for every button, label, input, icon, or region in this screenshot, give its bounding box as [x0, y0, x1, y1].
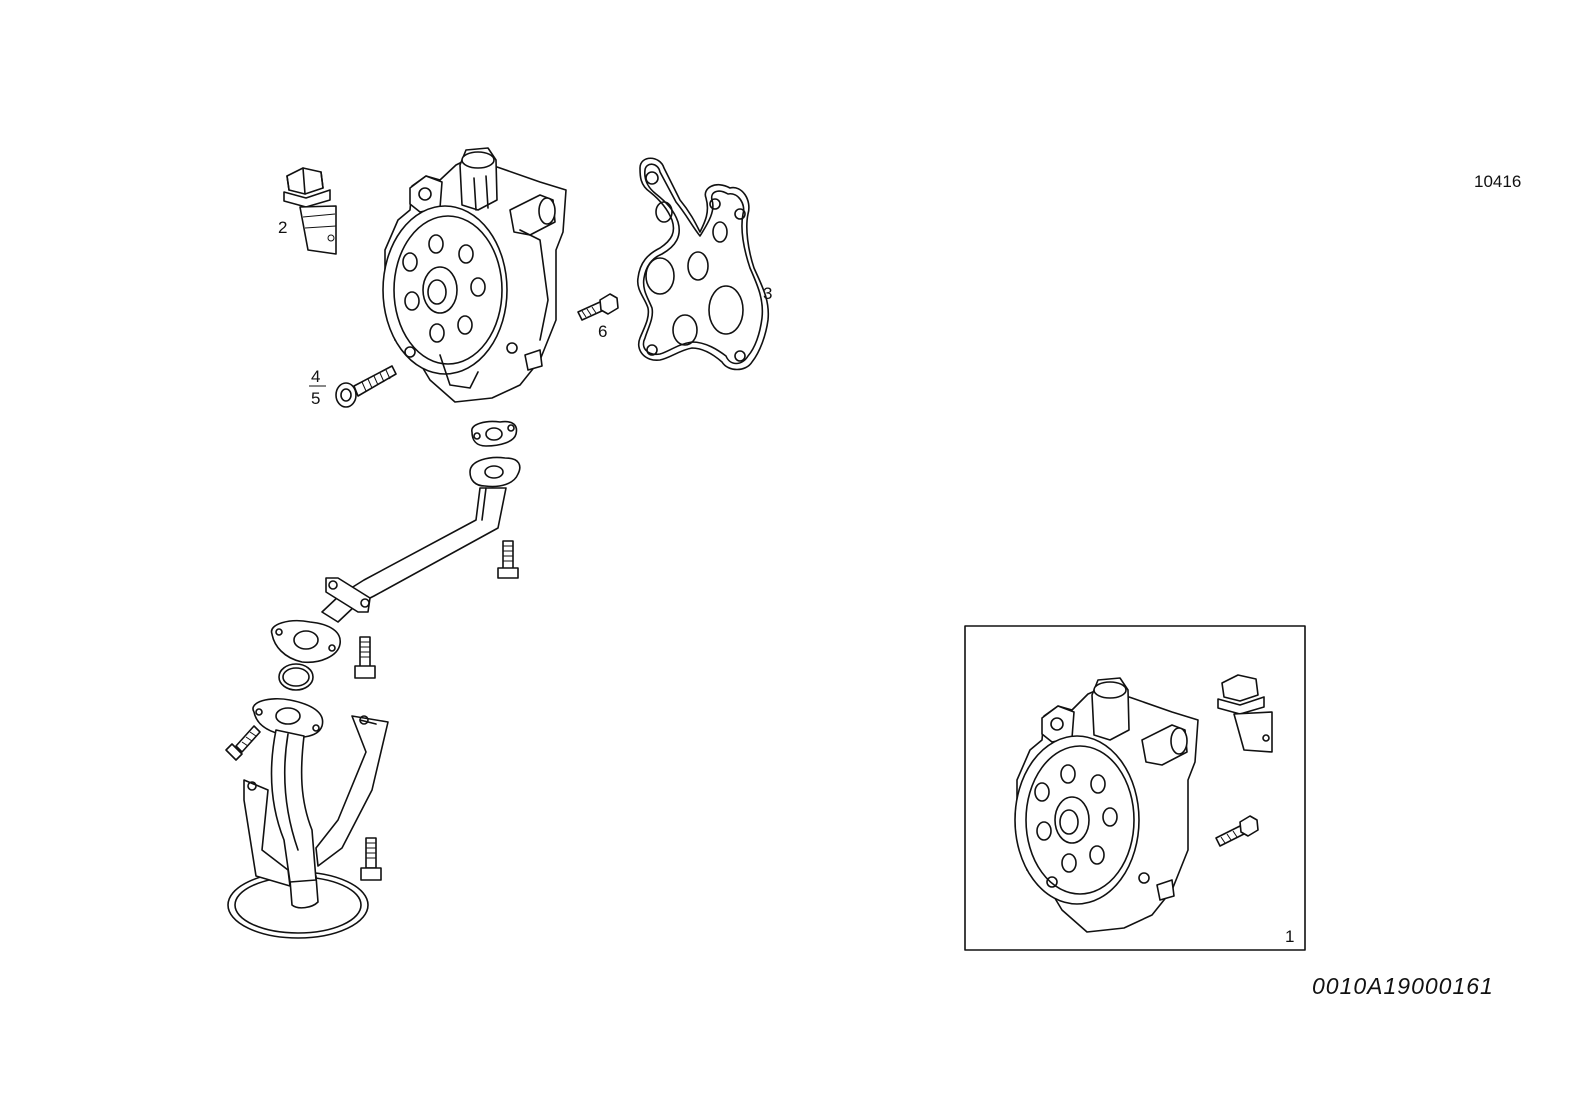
callout-5: 5: [311, 389, 320, 408]
pump-gasket: [636, 157, 770, 371]
bolt-with-washer: [335, 365, 397, 408]
inset-pump-assembly: [964, 625, 1306, 951]
pipe-bolt-right: [497, 540, 519, 579]
bolt-small-6: [577, 293, 619, 321]
pipe-flange-gasket-upper: [471, 420, 518, 447]
plug-part: [283, 167, 337, 255]
figure-reference: 10416: [1474, 172, 1521, 191]
oil-strainer: [227, 697, 389, 939]
pipe-bolt-middle: [354, 636, 376, 679]
callout-4: 4: [311, 367, 320, 386]
callout-3: 3: [763, 284, 772, 303]
document-number: 0010A19000161: [1312, 973, 1494, 999]
oil-pump-body: [382, 147, 567, 403]
o-ring: [278, 663, 314, 691]
inset-callout-1: 1: [1285, 927, 1294, 946]
strainer-bolt-right: [360, 837, 382, 881]
strainer-bolt-left: [225, 725, 261, 761]
callout-2: 2: [278, 218, 287, 237]
callout-6: 6: [598, 322, 607, 341]
oil-suction-pipe: [270, 456, 521, 664]
